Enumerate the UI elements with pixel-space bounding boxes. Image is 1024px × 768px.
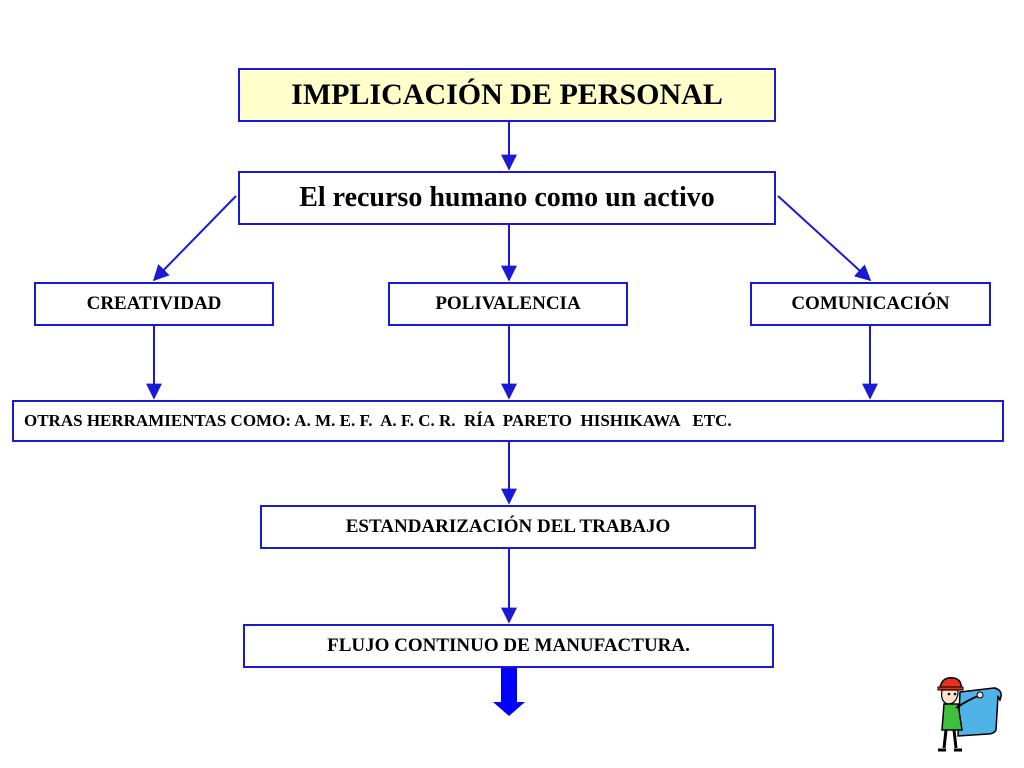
- tools-text: OTRAS HERRAMIENTAS COMO: A. M. E. F. A. …: [24, 411, 732, 430]
- pillar-box-comunicacion: COMUNICACIÓN: [750, 282, 991, 326]
- standardization-box: ESTANDARIZACIÓN DEL TRABAJO: [260, 505, 756, 549]
- big-down-arrow-icon: [493, 666, 525, 716]
- arrow-core-to-comunicacion: [777, 195, 872, 282]
- arrow-core-to-creatividad: [152, 195, 237, 282]
- flow-box: FLUJO CONTINUO DE MANUFACTURA.: [243, 624, 774, 668]
- pillar-label: POLIVALENCIA: [435, 293, 581, 314]
- flow-text: FLUJO CONTINUO DE MANUFACTURA.: [327, 635, 690, 656]
- pillar-box-creatividad: CREATIVIDAD: [34, 282, 274, 326]
- pillar-label: COMUNICACIÓN: [791, 293, 950, 314]
- title-box: IMPLICACIÓN DE PERSONAL: [238, 68, 776, 122]
- worker-holding-blueprint-icon: [937, 676, 1002, 752]
- title-text: IMPLICACIÓN DE PERSONAL: [291, 78, 723, 111]
- pillar-box-polivalencia: POLIVALENCIA: [388, 282, 628, 326]
- tools-box: OTRAS HERRAMIENTAS COMO: A. M. E. F. A. …: [12, 400, 1004, 442]
- standardization-text: ESTANDARIZACIÓN DEL TRABAJO: [345, 516, 671, 537]
- core-concept-box: El recurso humano como un activo: [238, 171, 776, 225]
- core-concept-text: El recurso humano como un activo: [299, 182, 715, 213]
- pillar-label: CREATIVIDAD: [86, 293, 222, 314]
